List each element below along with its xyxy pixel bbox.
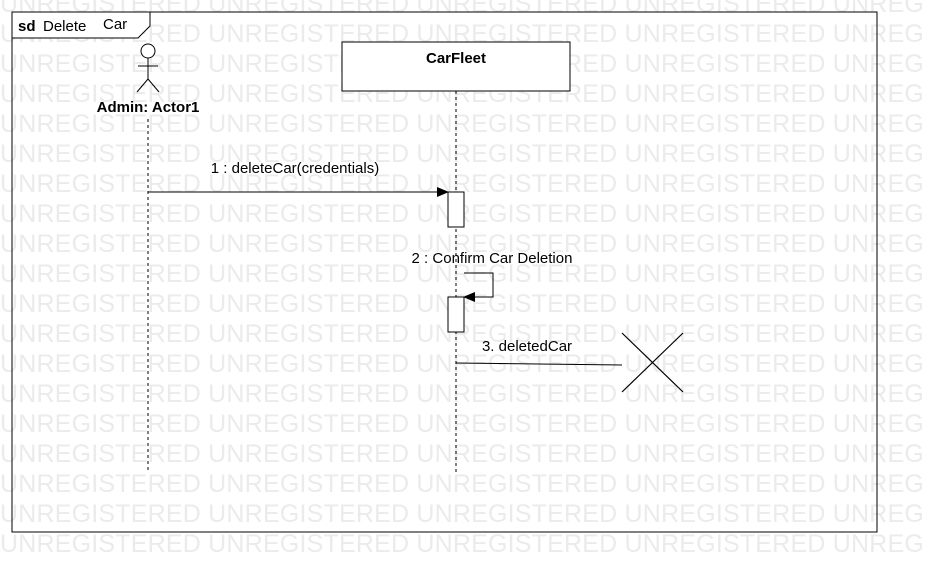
message-2-label: 2 : Confirm Car Deletion	[412, 250, 573, 267]
message-2-self-arrow[interactable]	[463, 272, 494, 302]
lifeline-label-carfleet: CarFleet	[426, 50, 486, 67]
frame-keyword: sd	[18, 18, 36, 35]
message-3-line[interactable]	[455, 362, 623, 366]
interaction-frame	[11, 11, 878, 533]
frame-name-car: Car	[103, 16, 127, 33]
activation-bar-2	[447, 296, 465, 333]
message-3-label: 3. deletedCar	[482, 338, 572, 355]
lifeline-head-carfleet[interactable]	[341, 41, 571, 92]
frame-name-tab	[11, 11, 151, 39]
actor-label: Admin: Actor1	[97, 99, 200, 116]
frame-name-delete: Delete	[43, 18, 86, 35]
destroy-x-icon	[621, 332, 684, 393]
activation-bar-1	[447, 191, 465, 228]
actor-stick-figure-icon[interactable]	[136, 43, 160, 93]
message-1-label: 1 : deleteCar(credentials)	[211, 160, 379, 177]
